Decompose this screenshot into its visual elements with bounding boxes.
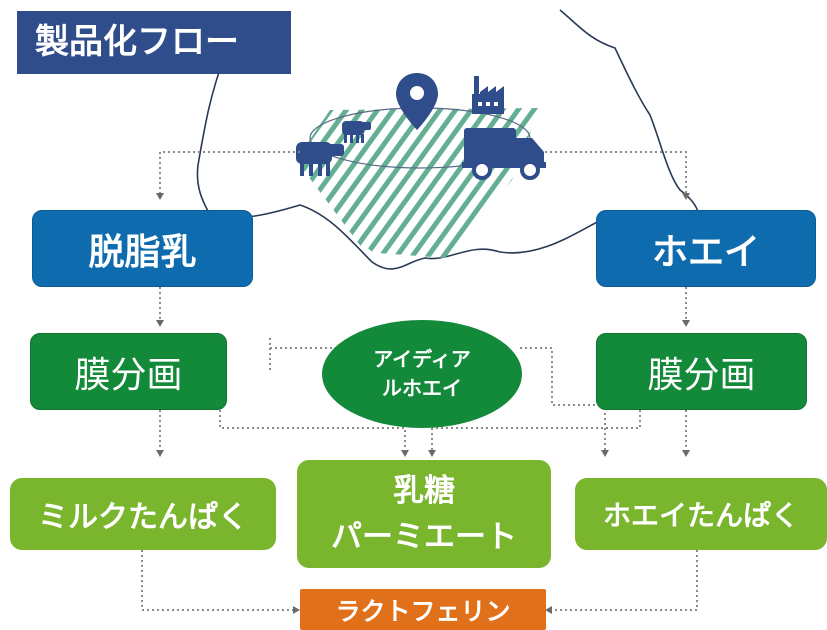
ideal-whey-line1: アイディア <box>373 347 471 371</box>
skim-milk-box: 脱脂乳 <box>32 210 253 287</box>
page-title: 製品化フロー <box>17 11 291 74</box>
membrane-left-label: 膜分画 <box>74 354 183 396</box>
whey-box: ホエイ <box>596 210 816 287</box>
milk-protein-box: ミルクたんぱく <box>10 478 276 550</box>
lactoferrin-box: ラクトフェリン <box>300 589 546 630</box>
map-outline <box>196 9 700 270</box>
lactose-line1: 乳糖 <box>393 473 455 509</box>
membrane-right-label: 膜分画 <box>647 354 756 396</box>
membrane-left-box: 膜分画 <box>30 333 227 410</box>
truck-icon <box>462 128 546 180</box>
ideal-whey-oval: アイディア ルホエイ <box>322 320 522 428</box>
skim-milk-label: 脱脂乳 <box>88 231 197 273</box>
whey-protein-label: ホエイたんぱく <box>602 499 799 532</box>
lactose-line2: パーミエート <box>331 519 517 555</box>
whey-label: ホエイ <box>651 231 760 273</box>
lactose-permeate-box: 乳糖 パーミエート <box>297 460 551 568</box>
ideal-whey-line2: ルホエイ <box>381 376 462 400</box>
milk-protein-label: ミルクたんぱく <box>38 500 248 535</box>
location-pin-icon <box>396 73 438 130</box>
lactoferrin-label: ラクトフェリン <box>335 596 511 626</box>
factory-icon <box>472 76 504 114</box>
membrane-right-box: 膜分画 <box>596 333 807 410</box>
cow-icon <box>296 142 344 176</box>
flow-connectors <box>141 151 698 611</box>
whey-protein-box: ホエイたんぱく <box>575 478 827 550</box>
cow-icon <box>342 121 371 143</box>
